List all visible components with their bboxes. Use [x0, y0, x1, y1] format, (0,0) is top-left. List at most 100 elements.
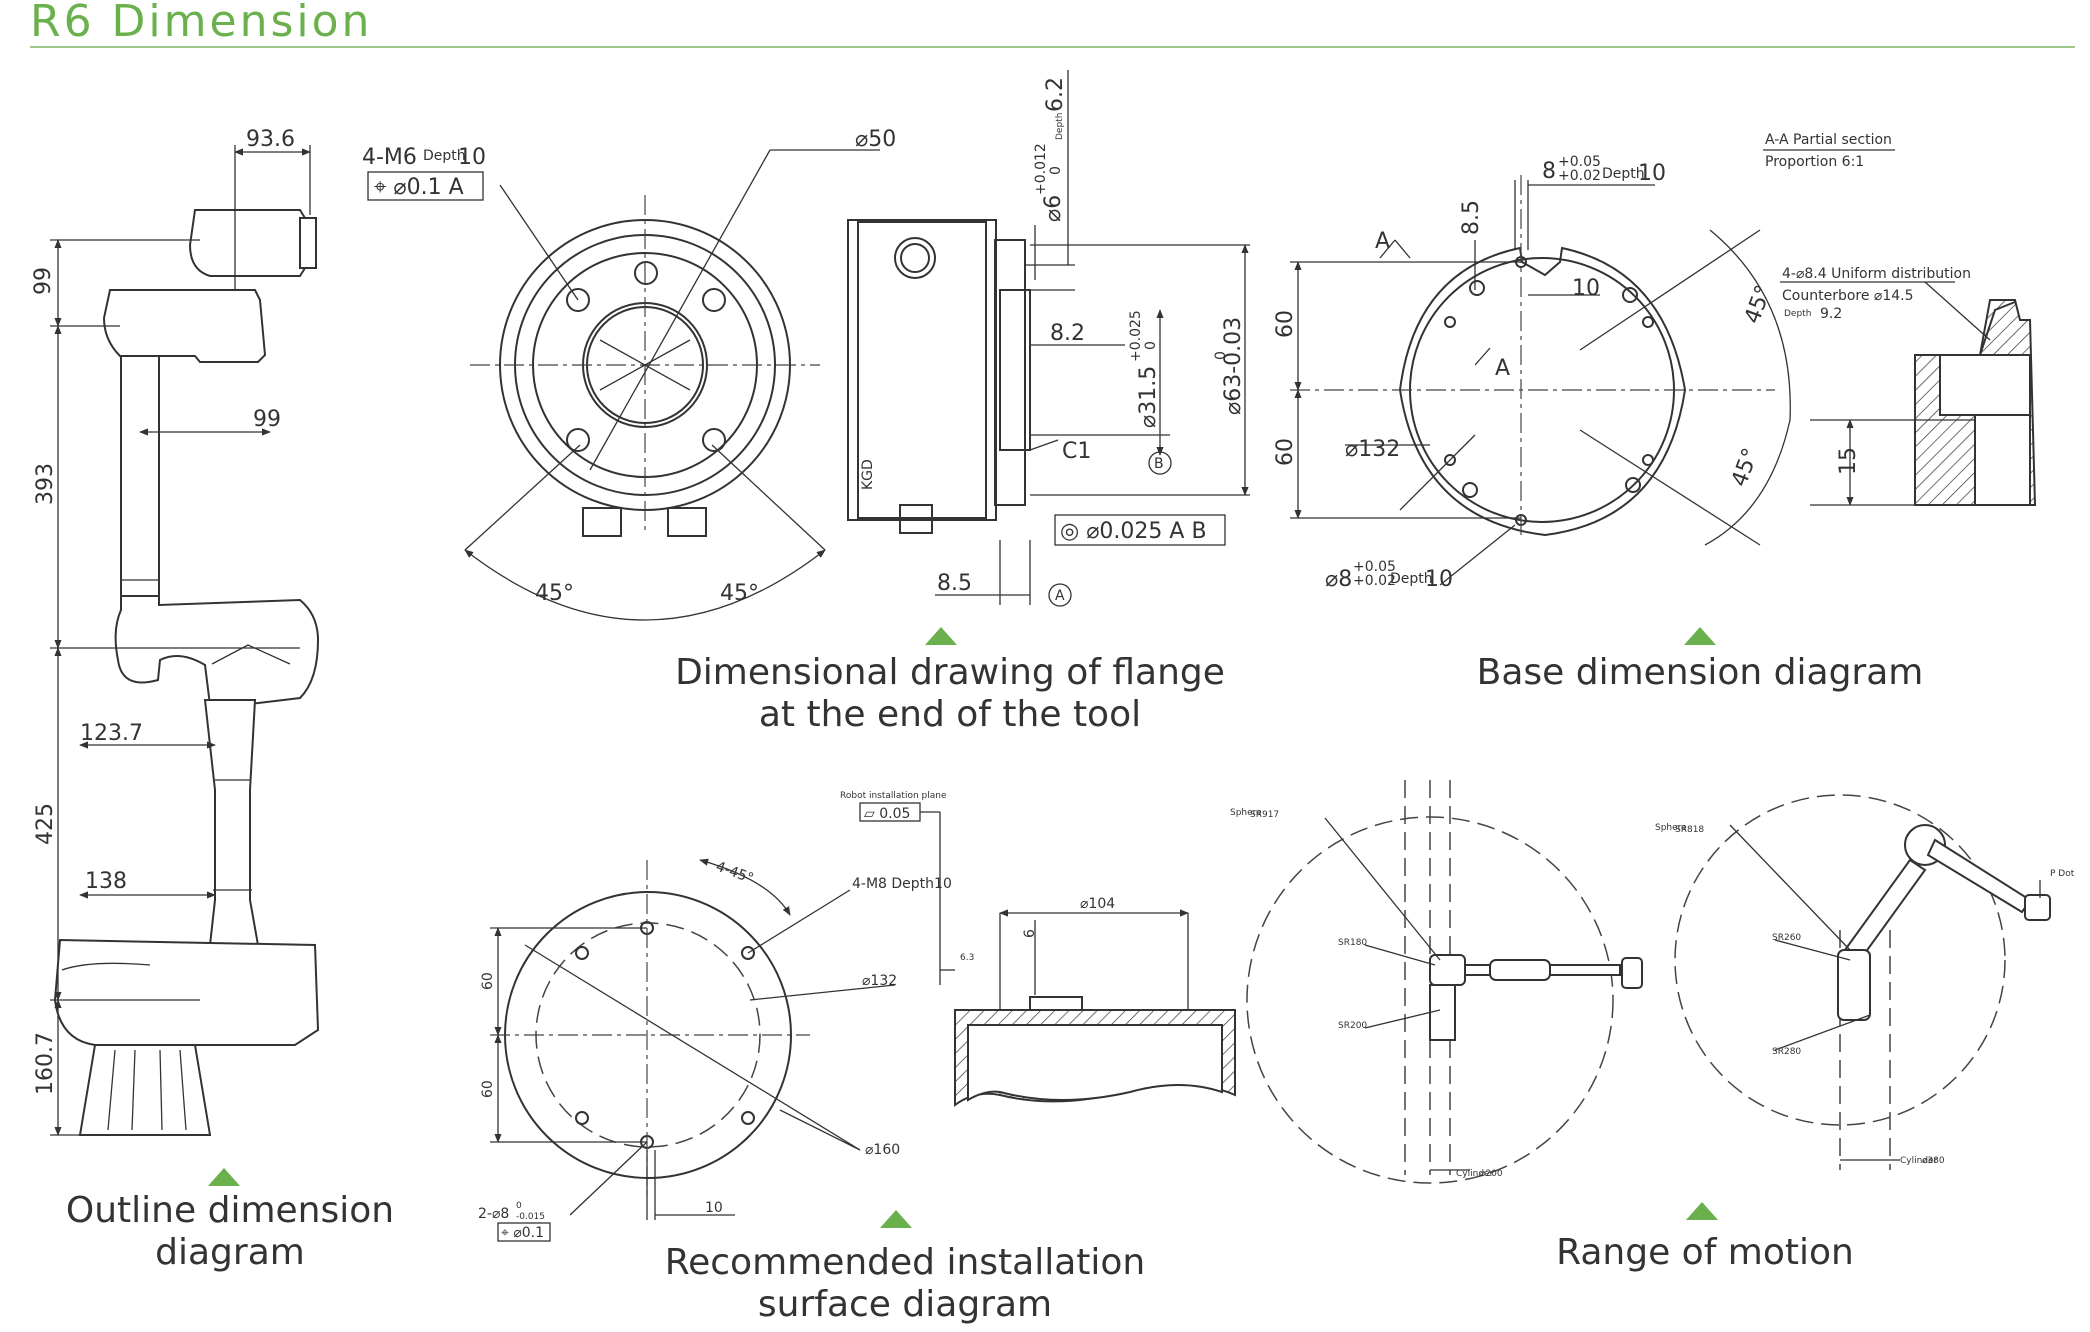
base-angle-b: 45° — [1727, 445, 1764, 490]
flange-thread: 4-M6 — [362, 145, 417, 170]
caption-outline: Outline dimension diagram — [65, 1190, 395, 1273]
motion-cyl-word-1: Cylinder — [1456, 1169, 1494, 1179]
title-rule — [30, 46, 2075, 48]
flange-d31-5-tol: +0.025 — [1128, 310, 1144, 362]
install-angle: 4-45° — [714, 859, 756, 887]
dim-99-top: 99 — [31, 267, 56, 295]
flange-drawing: 4-M6 Depth 10 ⌖ ⌀0.1 A ⌀50 45° 45° KGD — [362, 70, 1250, 621]
base-d8-top-tol2: +0.02 — [1558, 168, 1601, 184]
flange-marker-icon — [925, 627, 957, 645]
base-counterbore: Counterbore ⌀14.5 — [1782, 288, 1914, 304]
base-d8-bot-tol2: +0.02 — [1353, 573, 1396, 589]
base-d132: ⌀132 — [1345, 437, 1400, 462]
outline-diagram: 93.6 99 99 393 123.7 425 138 160.7 — [31, 127, 320, 1136]
dim-138: 138 — [85, 869, 127, 894]
base-marker-icon — [1684, 627, 1716, 645]
base-d10: 10 — [1572, 276, 1600, 301]
motion-pdot: P Dot — [2050, 869, 2075, 879]
motion-d380: ⌀380 — [1922, 1156, 1945, 1166]
flange-tol-frame: ⌖ ⌀0.1 A — [374, 175, 464, 200]
motion-range-circle-2 — [1674, 794, 2006, 1126]
motion-drawing: Sphere SR917 SR180 SR200 Cylinder ⌀200 S… — [1230, 780, 2075, 1184]
install-pin-tol2: -0.015 — [516, 1212, 545, 1222]
motion-marker-icon — [1686, 1202, 1718, 1220]
install-flat-frame: ▱ 0.05 — [864, 806, 910, 822]
caption-install-line1: Recommended installation — [664, 1242, 1146, 1283]
outline-upper-arm — [203, 699, 260, 946]
base-d8-bot-tol: +0.05 — [1353, 559, 1396, 575]
outline-wrist-cap — [299, 217, 317, 269]
base-d8-top-depth: 10 — [1638, 161, 1666, 186]
flange-conc-frame: ◎ ⌀0.025 A B — [1060, 519, 1207, 544]
flange-angle-2: 45° — [720, 581, 759, 606]
install-d60a: 60 — [480, 972, 496, 990]
caption-flange-line1: Dimensional drawing of flange — [675, 652, 1225, 693]
install-pos-frame: ⌖ ⌀0.1 — [501, 1225, 544, 1241]
install-d160: ⌀160 — [865, 1142, 900, 1158]
flange-d6: ⌀6 — [1041, 195, 1066, 222]
outline-wrist-mid — [102, 289, 267, 363]
base-section-a1: A — [1375, 229, 1390, 254]
base-section-scale: Proportion 6:1 — [1765, 154, 1864, 170]
flange-d6-tol: +0.012 — [1033, 143, 1049, 195]
flange-d31-5: ⌀31.5 — [1136, 366, 1161, 428]
install-plane-label: Robot installation plane — [840, 791, 947, 801]
flange-d63-tol: 0 — [1213, 351, 1229, 360]
base-d15: 15 — [1836, 447, 1861, 475]
flange-d31-5-tol2: 0 — [1143, 341, 1159, 350]
install-d60b: 60 — [480, 1080, 496, 1098]
base-outline — [1398, 246, 1687, 537]
base-cb-depth-word: Depth — [1784, 309, 1811, 319]
flange-datum-a: A — [1055, 588, 1065, 604]
install-drawing: Robot installation plane ▱ 0.05 4-45° 4-… — [478, 791, 1236, 1242]
base-section-title: A-A Partial section — [1765, 132, 1892, 148]
base-d8-top-depth-word: Depth — [1602, 166, 1645, 182]
dim-93-6: 93.6 — [246, 127, 295, 152]
motion-sr280: SR280 — [1772, 1047, 1801, 1057]
flange-d8-5: 8.5 — [937, 571, 972, 596]
base-cb-depth: 9.2 — [1820, 306, 1842, 322]
install-d10: 10 — [705, 1200, 723, 1216]
install-d6-3: 6.3 — [960, 953, 974, 963]
flange-logo-text: KGD — [860, 459, 876, 490]
base-holes: 4-⌀8.4 Uniform distribution — [1782, 266, 1971, 282]
install-marker-icon — [880, 1210, 912, 1228]
motion-sphere-word-1: Sphere — [1230, 808, 1262, 818]
base-d8-bot: ⌀8 — [1325, 567, 1352, 592]
base-angle-a: 45° — [1740, 282, 1777, 327]
dim-393: 393 — [33, 463, 58, 505]
caption-base: Base dimension diagram — [1476, 652, 1924, 693]
motion-sr200: SR200 — [1338, 1021, 1367, 1031]
base-d8-top: 8 — [1542, 159, 1556, 184]
base-d8-top-tol: +0.05 — [1558, 154, 1601, 170]
motion-sphere-word-2: Sphere — [1655, 823, 1687, 833]
flange-thread-depth-word: Depth — [423, 148, 466, 164]
base-d60-top: 60 — [1273, 310, 1298, 338]
outline-forearm — [120, 355, 160, 597]
base-d8-5: 8.5 — [1459, 200, 1484, 235]
motion-cyl-word-2: Cylinder — [1900, 1156, 1938, 1166]
outline-marker-icon — [208, 1168, 240, 1186]
install-d132: ⌀132 — [862, 973, 897, 989]
dim-160-7: 160.7 — [33, 1032, 58, 1095]
flange-depth6: 6.2 — [1043, 77, 1068, 112]
outline-base — [78, 1044, 212, 1136]
motion-sr917: SR917 — [1250, 810, 1279, 820]
flange-angle-1: 45° — [535, 581, 574, 606]
flange-depth6-word: Depth — [1055, 113, 1065, 140]
install-m8: 4-M8 Depth10 — [852, 876, 952, 892]
flange-datum-b: B — [1154, 456, 1164, 472]
flange-d50: ⌀50 — [855, 127, 896, 152]
flange-d63: ⌀63-0.03 — [1221, 317, 1246, 415]
outline-elbow — [114, 595, 320, 707]
page-title: R6 Dimension — [30, 0, 373, 47]
motion-sr180: SR180 — [1338, 938, 1367, 948]
dim-123-7: 123.7 — [80, 721, 143, 746]
motion-sr260: SR260 — [1772, 933, 1801, 943]
base-d60-bot: 60 — [1273, 438, 1298, 466]
flange-thread-depth: 10 — [458, 145, 486, 170]
base-d8-bot-depth-word: Depth — [1390, 571, 1433, 587]
flange-d6-tol2: 0 — [1048, 166, 1064, 175]
flange-c1: C1 — [1062, 439, 1091, 464]
